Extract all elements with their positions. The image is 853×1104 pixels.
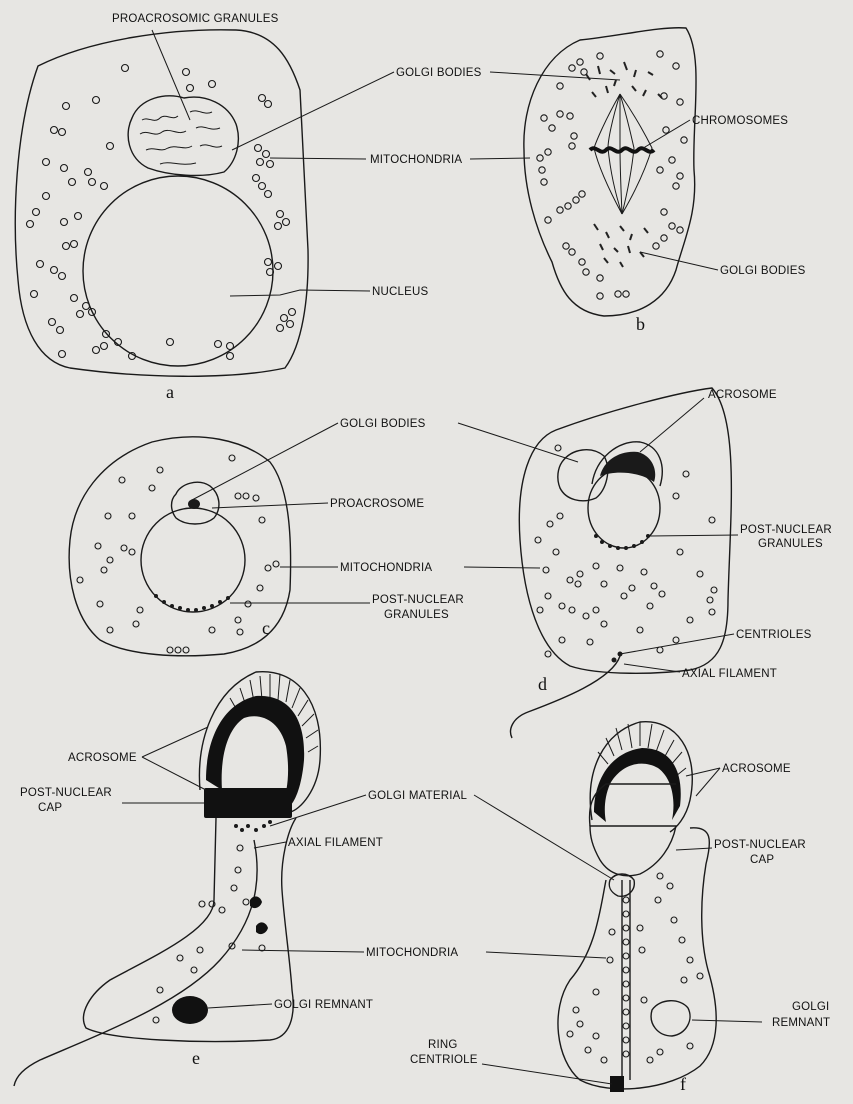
mitochondria-f [567, 873, 703, 1063]
post-nuclear-granules-c [154, 594, 230, 612]
golgi-b-top [586, 62, 662, 98]
proacrosome-core-c [188, 499, 200, 509]
label-proacrosome: PROACROSOME [330, 498, 424, 510]
golgi-material-e [234, 820, 272, 832]
label-mitochondria-a: MITOCHONDRIA [370, 154, 462, 166]
panel-label-d: d [538, 674, 547, 694]
golgi-b-bottom [594, 224, 648, 267]
cell-a-membrane [15, 30, 308, 376]
label-chromosomes: CHROMOSOMES [692, 115, 788, 127]
spindle-b [594, 94, 652, 214]
panel-label-c: c [262, 618, 270, 638]
label-post-nuclear-cap-f-2: CAP [750, 854, 774, 866]
label-acrosome-f: ACROSOME [722, 763, 791, 775]
label-ring-centriole-1: RING [428, 1039, 458, 1051]
label-post-nuclear-granules-d-2: GRANULES [758, 538, 823, 550]
nucleus-a [83, 176, 273, 366]
chromosomes-b [590, 148, 654, 151]
cell-d-membrane [519, 388, 731, 673]
label-proacrosomic-granules: PROACROSOMIC GRANULES [112, 13, 279, 25]
mitochondria-a [27, 65, 296, 360]
leader-lines [122, 30, 762, 1084]
label-post-nuclear-cap-e-1: POST-NUCLEAR [20, 787, 112, 799]
label-axial-filament-d: AXIAL FILAMENT [682, 668, 777, 680]
axial-filament-d [511, 656, 620, 738]
label-golgi-material: GOLGI MATERIAL [368, 790, 467, 802]
label-nucleus: NUCLEUS [372, 286, 428, 298]
ring-centriole-f [610, 1076, 624, 1092]
cell-b: b [524, 28, 696, 334]
axial-filament-f [622, 880, 630, 1080]
label-acrosome-e: ACROSOME [68, 752, 137, 764]
mitochondria-d [535, 445, 717, 657]
acrosome-f-dark [594, 748, 681, 822]
mitochondria-c [77, 455, 279, 653]
nucleus-f [590, 826, 676, 876]
cell-e: e [14, 672, 320, 1086]
post-nuclear-cap-e [204, 788, 292, 818]
panel-label-e: e [192, 1048, 200, 1068]
panel-label-b: b [636, 314, 645, 334]
label-golgi-remnant-f-1: GOLGI [792, 1001, 829, 1013]
golgi-a-texture [140, 111, 222, 164]
label-acrosome-d: ACROSOME [708, 389, 777, 401]
golgi-a [128, 96, 238, 176]
label-golgi-remnant-e: GOLGI REMNANT [274, 999, 373, 1011]
label-golgi-remnant-f-2: REMNANT [772, 1017, 830, 1029]
cell-d: d [511, 388, 732, 738]
label-mitochondria-c: MITOCHONDRIA [340, 562, 432, 574]
cell-c-membrane [69, 437, 290, 656]
label-post-nuclear-cap-e-2: CAP [38, 802, 62, 814]
panel-label-f: f [680, 1074, 686, 1094]
label-centrioles: CENTRIOLES [736, 629, 812, 641]
label-ring-centriole-2: CENTRIOLE [410, 1054, 478, 1066]
golgi-spots-e [250, 896, 268, 934]
golgi-remnant-f [651, 1001, 690, 1036]
label-post-nuclear-granules-c-2: GRANULES [384, 609, 449, 621]
label-golgi-bodies-a: GOLGI BODIES [396, 67, 482, 79]
cell-a: a [15, 30, 308, 402]
labels: PROACROSOMIC GRANULES GOLGI BODIES CHROM… [20, 13, 832, 1066]
label-golgi-bodies-b: GOLGI BODIES [720, 265, 806, 277]
label-mitochondria-e: MITOCHONDRIA [366, 947, 458, 959]
label-post-nuclear-granules-c-1: POST-NUCLEAR [372, 594, 464, 606]
cell-c: c [69, 437, 290, 656]
label-axial-filament-e: AXIAL FILAMENT [288, 837, 383, 849]
axial-filament-e [14, 840, 257, 1086]
label-post-nuclear-cap-f-1: POST-NUCLEAR [714, 839, 806, 851]
golgi-remnant-e [172, 996, 208, 1024]
cell-f: f [558, 722, 716, 1094]
panel-label-a: a [166, 382, 174, 402]
mitochondria-e [153, 845, 265, 1023]
label-post-nuclear-granules-d-1: POST-NUCLEAR [740, 524, 832, 536]
acrosome-d-dark [600, 452, 655, 482]
label-golgi-bodies-c: GOLGI BODIES [340, 418, 426, 430]
